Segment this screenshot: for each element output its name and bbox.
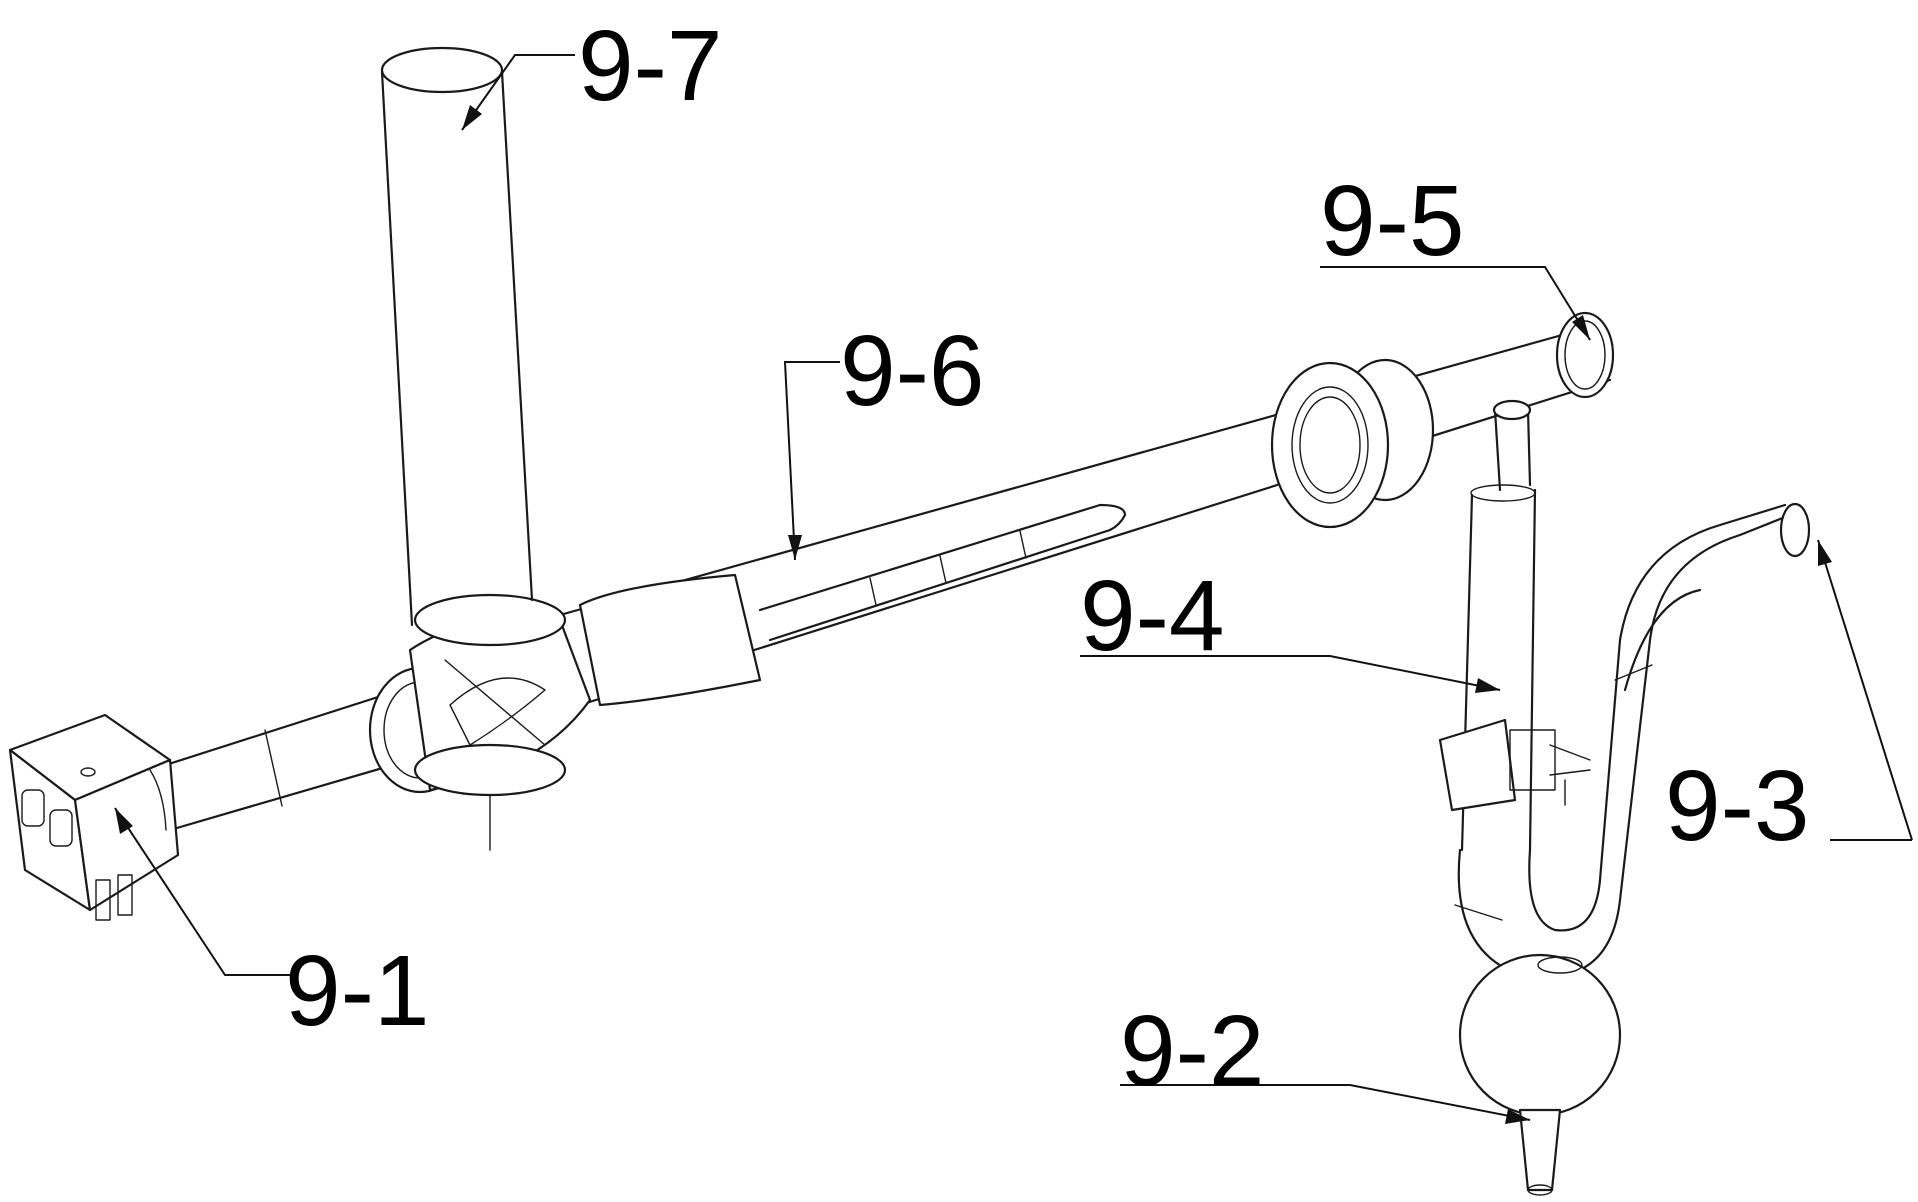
bulb bbox=[1458, 953, 1622, 1196]
label-9-3: 9-3 bbox=[1665, 750, 1810, 862]
label-9-2: 9-2 bbox=[1120, 995, 1265, 1107]
feed-tube bbox=[1438, 399, 1591, 852]
pipe-end bbox=[1555, 311, 1615, 399]
coupling bbox=[1270, 358, 1435, 529]
label-9-4: 9-4 bbox=[1080, 560, 1225, 672]
label-9-5: 9-5 bbox=[1320, 165, 1465, 277]
u-trap bbox=[1454, 502, 1811, 979]
leaders bbox=[114, 54, 1913, 1124]
end-block bbox=[8, 713, 180, 921]
inner-probe bbox=[578, 503, 1127, 707]
valve-body bbox=[368, 593, 592, 851]
label-9-1: 9-1 bbox=[285, 935, 430, 1047]
label-9-7: 9-7 bbox=[578, 10, 723, 122]
label-9-6: 9-6 bbox=[840, 315, 985, 427]
vertical-tube bbox=[380, 46, 534, 627]
